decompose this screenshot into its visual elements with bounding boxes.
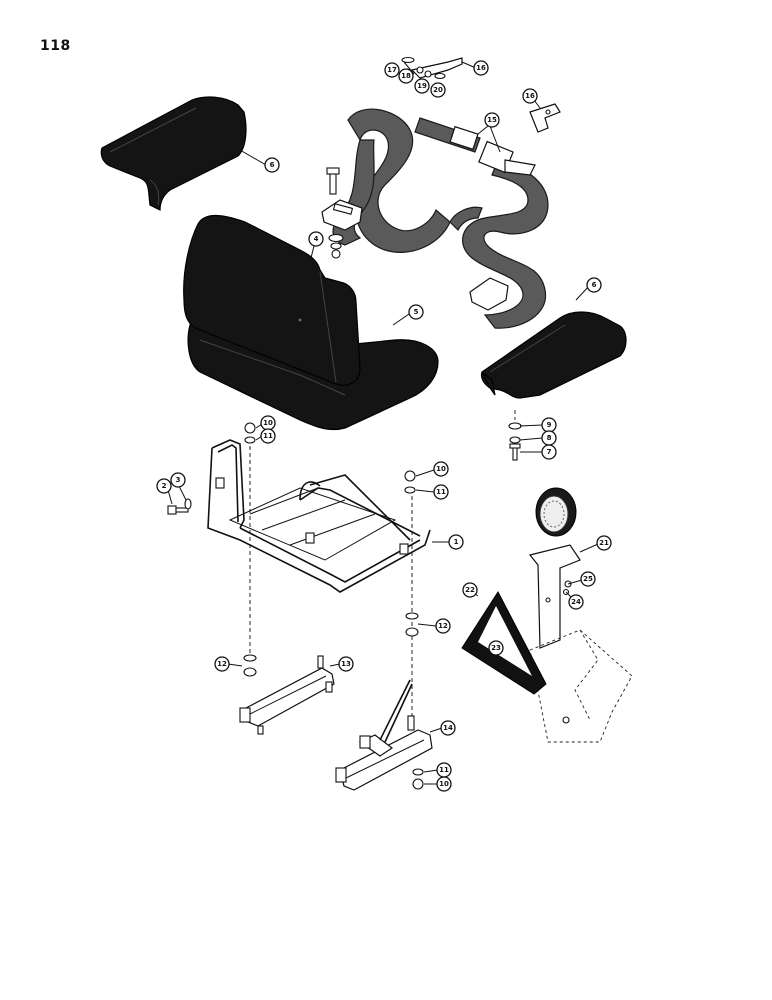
callout-label: 11 (439, 766, 449, 774)
callout-11b: 11 (433, 484, 449, 500)
callout-13: 13 (338, 656, 354, 672)
callout-label: 22 (465, 586, 475, 594)
callout-label: 6 (270, 161, 275, 169)
callout-label: 14 (443, 724, 453, 732)
callout-label: 3 (176, 476, 181, 484)
callout-label: 11 (436, 488, 446, 496)
callout-6b: 6 (586, 277, 602, 293)
callout-9: 9 (541, 417, 557, 433)
callout-4: 4 (308, 231, 324, 247)
callout-label: 19 (417, 82, 427, 90)
callout-12a: 12 (435, 618, 451, 634)
callout-24: 24 (568, 594, 584, 610)
callout-label: 1 (454, 538, 459, 546)
callout-6a: 6 (264, 157, 280, 173)
callout-label: 24 (571, 598, 581, 606)
callout-label: 2 (162, 482, 167, 490)
frame-bolt (167, 498, 192, 515)
callout-label: 10 (263, 419, 273, 427)
callout-14: 14 (440, 720, 456, 736)
callout-23: 23 (488, 640, 504, 656)
callout-19: 19 (414, 78, 430, 94)
belt-mounting-hardware (401, 56, 561, 133)
callout-label: 21 (599, 539, 609, 547)
fender-outline (529, 629, 633, 743)
page-number: 118 (40, 38, 71, 54)
callout-label: 8 (547, 434, 552, 442)
callout-label: 15 (487, 116, 497, 124)
slow-moving-vehicle-sign (461, 591, 547, 695)
callout-17: 17 (384, 62, 400, 78)
callout-20: 20 (430, 82, 446, 98)
callout-7: 7 (541, 444, 557, 460)
callout-25: 25 (580, 571, 596, 587)
armrest-hardware (508, 422, 522, 461)
frame-washers (243, 612, 419, 677)
callout-label: 10 (436, 465, 446, 473)
work-light (528, 487, 581, 649)
callout-10c: 10 (436, 776, 452, 792)
callout-8: 8 (541, 430, 557, 446)
callout-label: 12 (438, 622, 448, 630)
callout-label: 7 (547, 448, 552, 456)
callout-label: 13 (341, 660, 351, 668)
seat-frame (207, 439, 431, 593)
callout-label: 6 (592, 281, 597, 289)
callout-1: 1 (448, 534, 464, 550)
callout-label: 20 (433, 86, 443, 94)
seat-slide-rail (239, 655, 335, 735)
callout-11c: 11 (436, 762, 452, 778)
callout-label: 12 (217, 660, 227, 668)
callout-label: 16 (525, 92, 535, 100)
callout-16a: 16 (473, 60, 489, 76)
callout-label: 23 (491, 644, 501, 652)
armrest-cushion-right (480, 311, 627, 399)
callout-5: 5 (408, 304, 424, 320)
callout-label: 18 (401, 72, 411, 80)
seat-slide-rail-with-lever (335, 679, 433, 791)
callout-18: 18 (398, 68, 414, 84)
callout-15: 15 (484, 112, 500, 128)
callout-21: 21 (596, 535, 612, 551)
callout-10b: 10 (433, 461, 449, 477)
callout-11a: 11 (260, 428, 276, 444)
frame-nuts (244, 422, 416, 494)
callout-22: 22 (462, 582, 478, 598)
seat-belt (321, 108, 549, 329)
callout-label: 25 (583, 575, 593, 583)
callout-label: 5 (414, 308, 419, 316)
callout-label: 4 (314, 235, 319, 243)
callout-16b: 16 (522, 88, 538, 104)
callout-12b: 12 (214, 656, 230, 672)
callout-label: 16 (476, 64, 486, 72)
callout-10a: 10 (260, 415, 276, 431)
callout-label: 17 (387, 66, 397, 74)
armrest-cushion-left (100, 96, 247, 211)
callout-2: 2 (156, 478, 172, 494)
callout-label: 9 (547, 421, 552, 429)
seat-assembly (183, 214, 439, 431)
callout-3: 3 (170, 472, 186, 488)
callout-label: 10 (439, 780, 449, 788)
callout-label: 11 (263, 432, 273, 440)
